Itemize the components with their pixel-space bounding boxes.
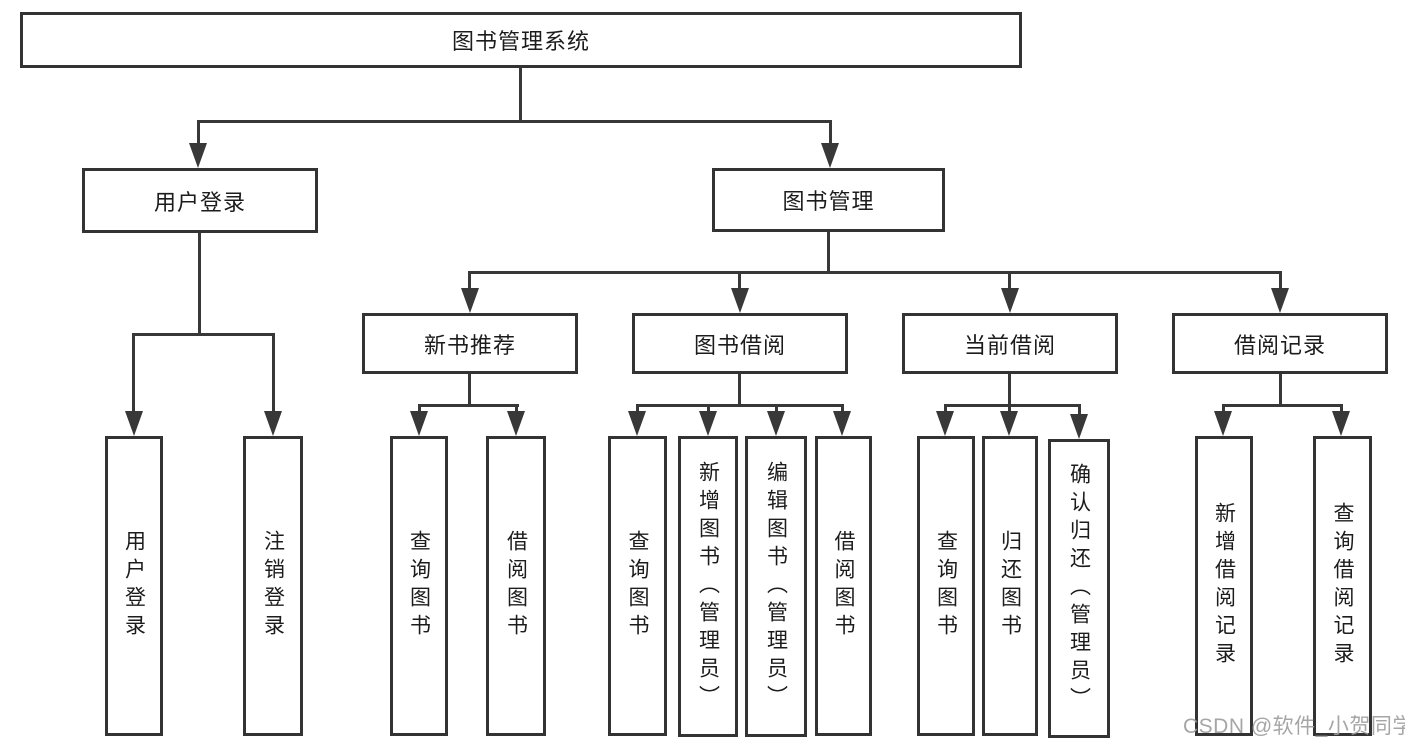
arrow-down-add-record-icon	[1214, 411, 1232, 436]
connector-stem-edit-books	[775, 404, 778, 414]
arrow-down-leaf-logout-icon	[264, 411, 282, 436]
connector-current-rail	[944, 404, 1081, 407]
connector-stem-return	[1008, 404, 1011, 414]
leaf-confirm-return-admin: 确认归还（管理员）	[1048, 439, 1110, 738]
node-borrowing-records: 借阅记录	[1172, 313, 1388, 374]
connector-stem-records	[1279, 271, 1282, 291]
connector-newbook-trunk	[468, 374, 471, 407]
connector-current-trunk	[1008, 374, 1011, 407]
arrow-down-q2-icon	[628, 411, 646, 436]
arrow-down-leaf-login-icon	[125, 411, 143, 436]
connector-stem-add-record	[1222, 404, 1225, 414]
connector-bookmgmt-rail	[468, 271, 1282, 274]
connector-root-trunk	[519, 67, 522, 121]
node-book-borrowing: 图书借阅	[632, 313, 848, 374]
node-current-borrowing: 当前借阅	[902, 313, 1118, 374]
connector-stem-add-books	[707, 404, 710, 414]
connector-stem-user-login	[197, 120, 200, 146]
arrow-down-return-icon	[1000, 411, 1018, 436]
arrow-down-q1-icon	[410, 411, 428, 436]
connector-newbook-rail	[418, 404, 519, 407]
leaf-add-books-admin: 新增图书（管理员）	[678, 436, 738, 737]
connector-stem-leaf-login	[132, 333, 135, 415]
connector-userlogin-rail	[132, 333, 275, 336]
node-book-management-branch: 图书管理	[712, 168, 945, 232]
arrow-down-current-icon	[1001, 288, 1019, 313]
connector-stem-current	[1008, 271, 1011, 291]
arrow-down-edit-books-icon	[767, 411, 785, 436]
arrow-down-query-record-icon	[1332, 411, 1350, 436]
leaf-edit-books-admin: 编辑图书（管理员）	[745, 436, 807, 737]
arrow-down-borrowing-icon	[731, 288, 749, 313]
leaf-add-borrow-record: 新增借阅记录	[1195, 436, 1253, 736]
connector-stem-book-mgmt	[829, 120, 832, 146]
connector-root-rail	[197, 120, 832, 123]
arrow-down-user-login-icon	[189, 143, 207, 168]
leaf-borrow-books-2: 借阅图书	[815, 436, 872, 736]
leaf-query-books-2: 查询图书	[608, 436, 667, 736]
connector-stem-confirm	[1078, 404, 1081, 414]
arrow-down-newbook-icon	[461, 288, 479, 313]
connector-borrowing-trunk	[738, 374, 741, 407]
connector-stem-newbook	[468, 271, 471, 291]
leaf-user-login: 用户登录	[105, 436, 163, 736]
connector-stem-borrowing	[738, 271, 741, 291]
connector-bookmgmt-trunk	[827, 232, 830, 274]
connector-stem-q2	[636, 404, 639, 414]
leaf-logout: 注销登录	[243, 436, 303, 736]
arrow-down-b2-icon	[833, 411, 851, 436]
arrow-down-b1-icon	[507, 411, 525, 436]
node-new-book-recommendation: 新书推荐	[362, 313, 578, 374]
connector-stem-leaf-logout	[272, 333, 275, 415]
connector-records-trunk	[1279, 374, 1282, 407]
node-user-login-branch: 用户登录	[82, 168, 318, 233]
connector-borrowing-rail	[636, 404, 844, 407]
connector-stem-query-record	[1340, 404, 1343, 414]
connector-stem-q3	[944, 404, 947, 414]
arrow-down-records-icon	[1271, 288, 1289, 313]
connector-records-rail	[1222, 404, 1343, 407]
leaf-return-books: 归还图书	[982, 436, 1038, 736]
connector-stem-b1	[515, 404, 518, 414]
leaf-query-books-3: 查询图书	[917, 436, 975, 736]
arrow-down-book-mgmt-icon	[821, 143, 839, 168]
leaf-borrow-books-1: 借阅图书	[486, 436, 546, 736]
leaf-query-books-1: 查询图书	[390, 436, 448, 736]
arrow-down-confirm-icon	[1070, 414, 1088, 439]
connector-userlogin-trunk	[198, 233, 201, 336]
connector-stem-q1	[418, 404, 421, 414]
connector-stem-b2	[841, 404, 844, 414]
arrow-down-add-books-icon	[699, 411, 717, 436]
watermark: CSDN @软件_小贺同学	[1183, 715, 1405, 738]
leaf-query-borrow-record: 查询借阅记录	[1313, 436, 1372, 736]
arrow-down-q3-icon	[936, 411, 954, 436]
node-root-book-management-system: 图书管理系统	[20, 12, 1022, 68]
